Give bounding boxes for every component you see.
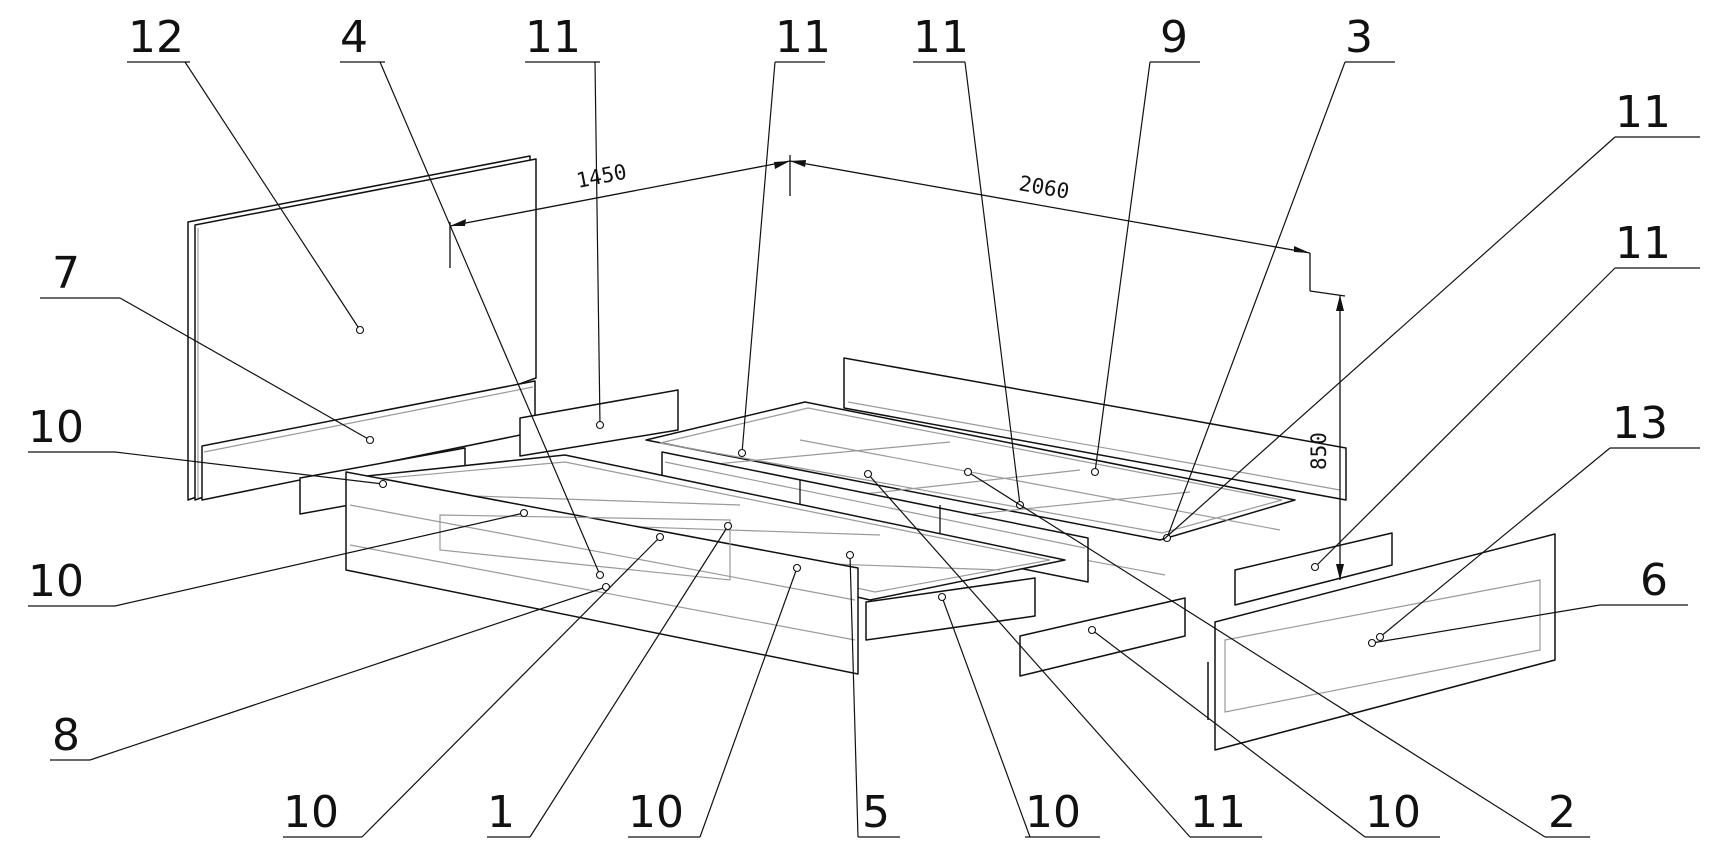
callout-10-left-b: 10	[28, 556, 84, 607]
callout-10-bottom-a: 10	[283, 787, 339, 838]
callout-10-bottom-c: 10	[1025, 787, 1081, 838]
callout-13: 13	[1612, 398, 1668, 449]
callout-4: 4	[340, 12, 368, 63]
callout-11-top-a: 11	[525, 12, 581, 63]
callout-3: 3	[1345, 12, 1373, 63]
dimension-length-label: 2060	[1017, 171, 1071, 203]
back-side-rail	[843, 357, 1347, 501]
callout-8: 8	[52, 710, 80, 761]
callout-11-top-c: 11	[913, 12, 969, 63]
callout-1: 1	[487, 787, 515, 838]
dimension-width-label: 1450	[574, 160, 628, 193]
callout-12: 12	[128, 12, 184, 63]
callout-10-bottom-d: 10	[1365, 787, 1421, 838]
callout-11-top-b: 11	[775, 12, 831, 63]
callout-7: 7	[52, 248, 80, 299]
callout-6: 6	[1640, 555, 1668, 606]
callout-11-right-a: 11	[1615, 87, 1671, 138]
footboard	[1207, 533, 1556, 751]
dimension-height: 850	[1307, 295, 1344, 580]
callout-5: 5	[862, 787, 890, 838]
callout-11-bottom: 11	[1190, 787, 1246, 838]
callout-leaders	[28, 61, 1700, 838]
callout-11-right-b: 11	[1615, 218, 1671, 269]
dimension-length: 2060	[789, 160, 1346, 297]
callout-9: 9	[1160, 12, 1188, 63]
callout-numbers: 12 4 11 11 11 9 3 11 11 13 6 7 10 10 8 1…	[28, 12, 1671, 838]
callout-2: 2	[1548, 787, 1576, 838]
callout-10-bottom-b: 10	[628, 787, 684, 838]
lower-right-small-panel	[1019, 597, 1186, 677]
lower-middle-panel	[865, 577, 1036, 641]
dimension-height-label: 850	[1307, 432, 1331, 470]
callout-10-left-a: 10	[28, 402, 84, 453]
